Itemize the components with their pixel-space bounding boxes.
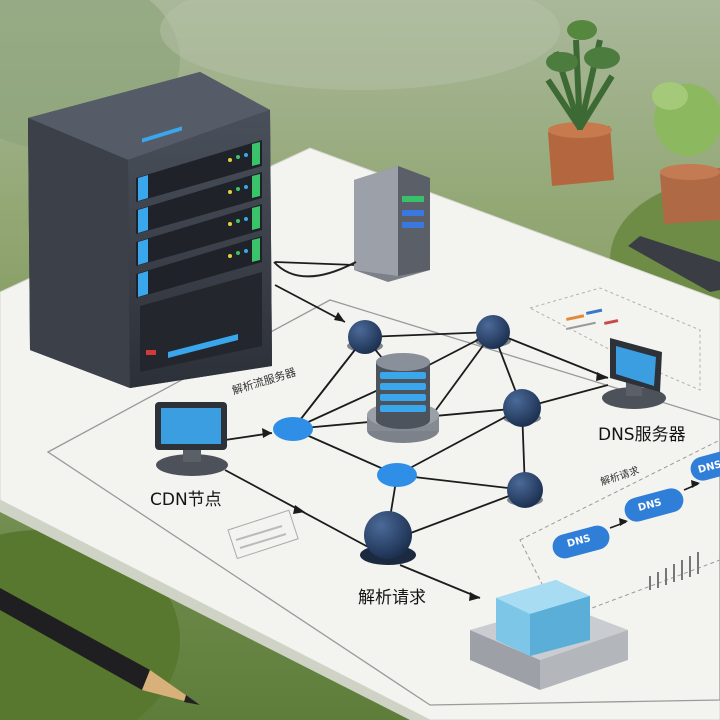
rack-unit: [136, 204, 262, 266]
remote-object: [628, 236, 720, 292]
resolve-request-label: 解析请求: [358, 588, 426, 608]
rack-unit: [136, 126, 262, 202]
legend-bar-2: [586, 308, 603, 315]
legend-bar-1: [566, 314, 585, 321]
cdn-node-label: CDN节点: [150, 490, 222, 510]
dns-flow-arrowheads: [619, 480, 700, 526]
arrow-heads: [262, 312, 608, 601]
legend-bar-3: [566, 321, 596, 330]
dns-pill: [624, 488, 684, 522]
monitor-icon: [155, 402, 228, 476]
dns-flow-box: [519, 439, 720, 621]
diagram-frame: [46, 299, 720, 706]
pencil-icon: [0, 588, 200, 705]
network-node-blue: [273, 417, 313, 441]
network-node-dark-large: [360, 511, 416, 565]
server-rack-icon: [28, 72, 272, 388]
blur-foliage-top: [160, 0, 560, 90]
network-node-dark: [347, 320, 383, 354]
storage-icon: [470, 580, 628, 690]
print-line: [235, 525, 283, 541]
dns-server-label: DNS服务器: [598, 425, 686, 445]
network-node-dark: [503, 389, 541, 427]
paper-shadow: [0, 500, 430, 720]
rack-unit: [136, 172, 262, 234]
print-line: [239, 533, 287, 549]
print-block: [227, 509, 299, 560]
barcode-marks: [649, 552, 699, 590]
server-cable: [273, 261, 357, 278]
plant-icon: [652, 82, 720, 224]
network-node-dark: [507, 472, 543, 508]
rack-unit: [136, 236, 262, 298]
dns-pill: [552, 525, 610, 559]
monitor-icon: [602, 338, 666, 409]
network-node-dark: [475, 315, 511, 349]
legend-bar-4: [604, 319, 619, 325]
network-node-blue: [377, 463, 417, 487]
dns-pill: [690, 447, 720, 481]
plant-icon: [545, 20, 620, 186]
small-server-icon: [354, 166, 430, 282]
database-icon: [367, 353, 439, 443]
rack-vent-panel: [140, 272, 262, 372]
